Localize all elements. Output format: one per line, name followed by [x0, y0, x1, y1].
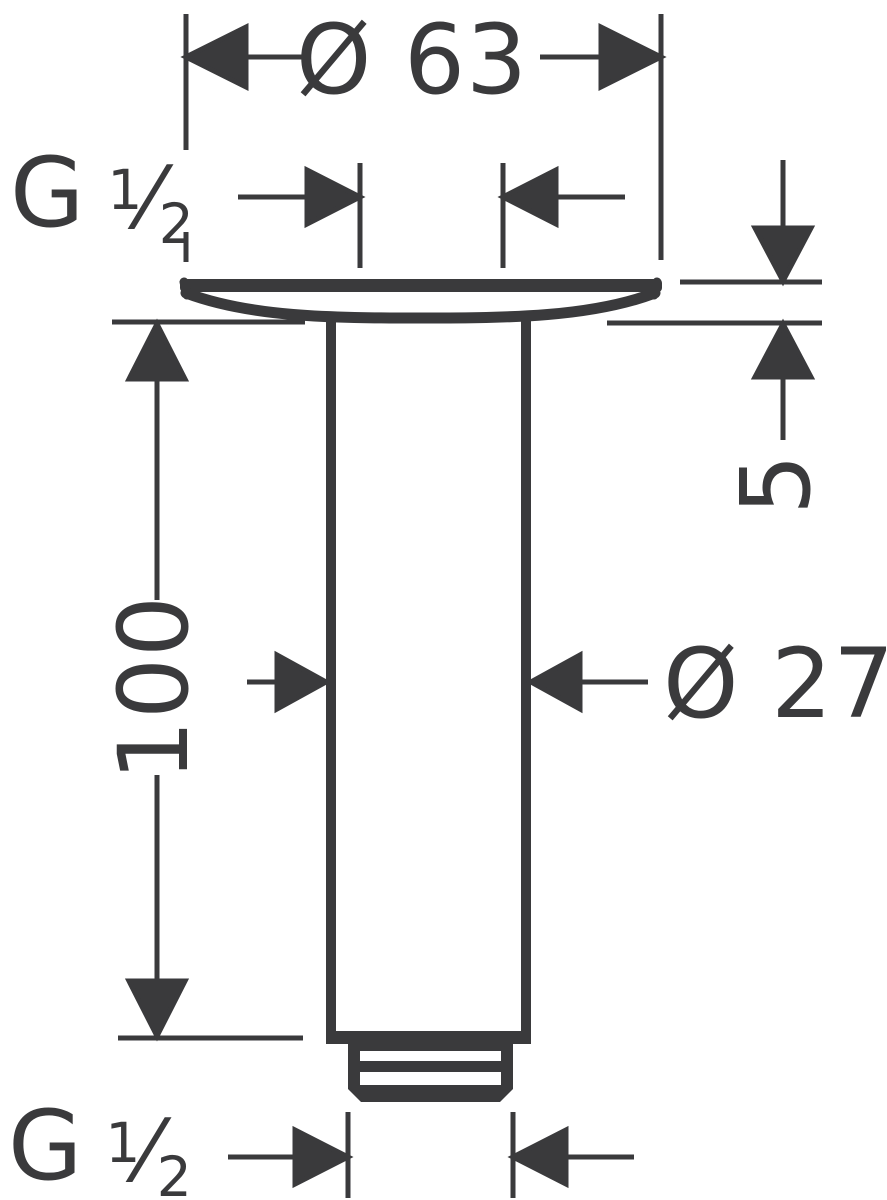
- dim-pipe-diameter: [247, 650, 648, 714]
- arrowhead-inward-right: [507, 1125, 569, 1189]
- arrowhead-left: [180, 22, 249, 92]
- dim-pipe-length: [112, 318, 305, 1042]
- thread-prefix: G: [8, 1090, 84, 1200]
- dim-top-thread: [238, 163, 625, 268]
- thread-groove-lower: [360, 1072, 501, 1085]
- fraction-numerator: 1: [107, 158, 143, 222]
- fraction-slash: ⁄: [141, 1102, 156, 1200]
- flange-height-label: 5: [720, 452, 832, 516]
- dim-bottom-thread: [228, 1112, 634, 1198]
- pipe-right-wall: [521, 316, 531, 1038]
- thread-groove-upper: [360, 1051, 501, 1061]
- pipe-diameter-label: Ø 27: [663, 628, 887, 740]
- arrowhead-inward-left: [304, 165, 366, 229]
- flange-left-edge: [179, 277, 192, 300]
- one-half-fraction: 1⁄2: [107, 145, 193, 252]
- flange-top-bar: [180, 279, 662, 292]
- arrowhead-down: [124, 978, 190, 1042]
- fraction-denominator: 2: [158, 192, 194, 256]
- dim-flange-height: [607, 160, 822, 440]
- pipe-left-wall: [326, 316, 336, 1038]
- part-outline: [179, 277, 662, 1102]
- arrowhead-inward-left: [292, 1125, 354, 1189]
- pipe-length-label: 100: [98, 594, 210, 782]
- arrowhead-down: [750, 225, 816, 287]
- arrowhead-inward-right: [497, 165, 559, 229]
- fraction-denominator: 2: [156, 1145, 192, 1200]
- arrowhead-inward-left: [274, 650, 332, 714]
- arrowhead-up: [750, 318, 816, 380]
- one-half-fraction: 1⁄2: [105, 1098, 191, 1200]
- flange-diameter-label: Ø 63: [295, 4, 529, 116]
- dim-flange-diameter: [180, 14, 667, 262]
- fraction-slash: ⁄: [143, 149, 158, 249]
- flange-underside: [180, 287, 661, 324]
- fraction-numerator: 1: [105, 1111, 141, 1175]
- pipe-bottom-step: [326, 1031, 531, 1044]
- arrowhead-inward-right: [525, 650, 583, 714]
- arrowhead-up: [124, 318, 190, 382]
- arrowhead-right: [598, 22, 667, 92]
- thread-prefix: G: [10, 137, 86, 249]
- flange-right-edge: [649, 277, 662, 300]
